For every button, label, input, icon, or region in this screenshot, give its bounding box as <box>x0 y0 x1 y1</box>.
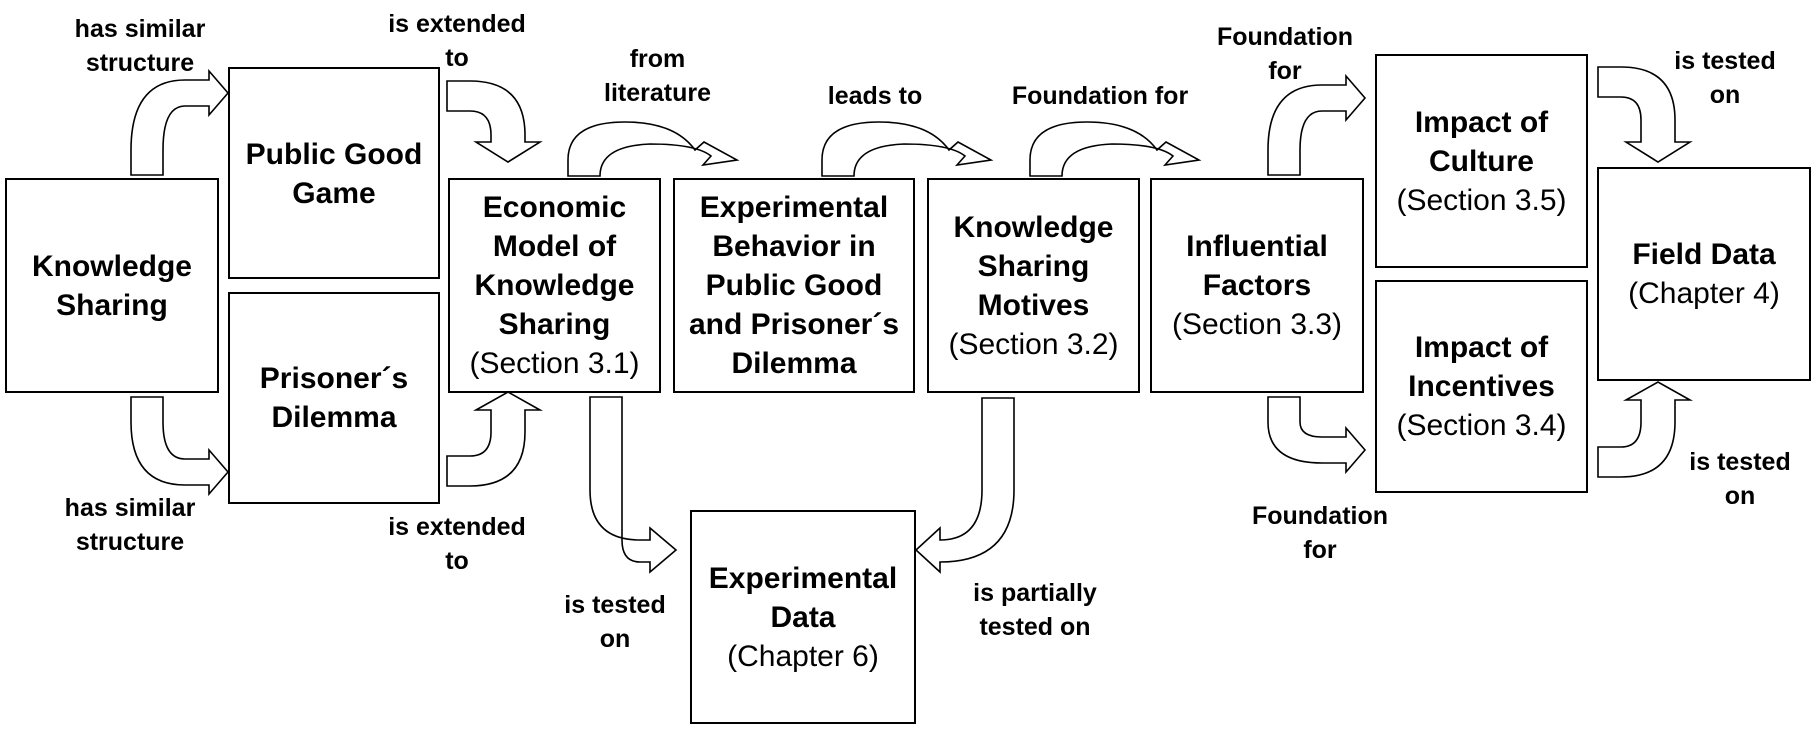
label-ks-to-pd: has similar structure <box>64 494 196 556</box>
label-ksm-to-if: Foundation for <box>1011 82 1189 110</box>
box-prisoners-dilemma: Prisoner´s Dilemma <box>228 292 440 504</box>
label-culture-to-fd: is tested on <box>1674 47 1776 109</box>
arrow-ksm-to-ed <box>914 397 1015 574</box>
box-title: Economic Model of Knowledge Sharing <box>474 191 635 341</box>
box-title: Prisoner´s Dilemma <box>259 362 409 434</box>
box-knowledge-sharing-motives: Knowledge Sharing Motives (Section 3.2) <box>927 178 1140 393</box>
arrow-incentives-to-fd <box>1597 381 1694 478</box>
box-title: Knowledge Sharing Motives <box>953 210 1114 322</box>
box-subtitle: (Section 3.2) <box>948 327 1119 361</box>
box-subtitle: (Section 3.5) <box>1396 183 1567 217</box>
label-em-to-eb: from literature <box>604 45 711 107</box>
box-subtitle: (Chapter 4) <box>1628 277 1780 310</box>
box-title: Field Data <box>1632 238 1776 271</box>
box-title: Impact of Incentives <box>1408 331 1555 403</box>
arrow-em-to-ed <box>589 396 678 574</box>
box-subtitle: (Chapter 6) <box>727 639 879 673</box>
label-ksm-to-ed: is partially tested on <box>973 579 1097 641</box>
label-if-to-culture: Foundation for <box>1216 23 1354 85</box>
box-title: Experimental Data <box>708 561 898 634</box>
box-title: Knowledge Sharing <box>31 249 192 322</box>
arrow-pd-to-em <box>446 391 544 487</box>
box-experimental-data: Experimental Data (Chapter 6) <box>690 510 916 724</box>
box-knowledge-sharing: Knowledge Sharing <box>5 178 219 393</box>
arrow-em-to-eb <box>567 121 740 177</box>
label-incentives-to-fd: is tested on <box>1689 448 1791 510</box>
arrow-pgg-to-em <box>446 80 543 163</box>
arrow-ks-to-pgg <box>130 68 230 176</box>
label-eb-to-ksm: leads to <box>827 82 923 110</box>
box-title: Public Good Game <box>245 138 423 210</box>
label-if-to-incentives: Foundation for <box>1251 502 1389 564</box>
box-title: Influential Factors <box>1186 230 1328 302</box>
box-impact-of-incentives: Impact of Incentives (Section 3.4) <box>1375 280 1588 493</box>
arrow-eb-to-ksm <box>821 121 994 177</box>
box-subtitle: (Section 3.4) <box>1396 409 1567 442</box>
box-impact-of-culture: Impact of Culture (Section 3.5) <box>1375 54 1588 268</box>
arrow-ksm-to-if <box>1029 121 1202 177</box>
label-ks-to-pgg: has similar structure <box>74 15 206 77</box>
arrow-if-to-culture <box>1267 73 1367 176</box>
box-experimental-behavior: Experimental Behavior in Public Good and… <box>673 178 915 393</box>
box-field-data: Field Data (Chapter 4) <box>1597 167 1811 381</box>
label-em-to-ed: is tested on <box>564 591 666 653</box>
box-title: Impact of Culture <box>1414 105 1549 178</box>
arrow-culture-to-fd <box>1597 66 1693 163</box>
box-public-good-game: Public Good Game <box>228 67 440 279</box>
label-pd-to-em: is extended to <box>388 513 526 575</box>
box-influential-factors: Influential Factors (Section 3.3) <box>1150 178 1364 393</box>
box-title: Experimental Behavior in Public Good and… <box>688 191 900 380</box>
box-economic-model: Economic Model of Knowledge Sharing (Sec… <box>448 178 661 393</box>
box-subtitle: (Section 3.1) <box>469 347 640 380</box>
label-pgg-to-em: is extended to <box>388 10 526 72</box>
arrow-ks-to-pd <box>130 396 230 497</box>
box-subtitle: (Section 3.3) <box>1171 308 1343 341</box>
arrow-if-to-incentives <box>1267 396 1367 475</box>
